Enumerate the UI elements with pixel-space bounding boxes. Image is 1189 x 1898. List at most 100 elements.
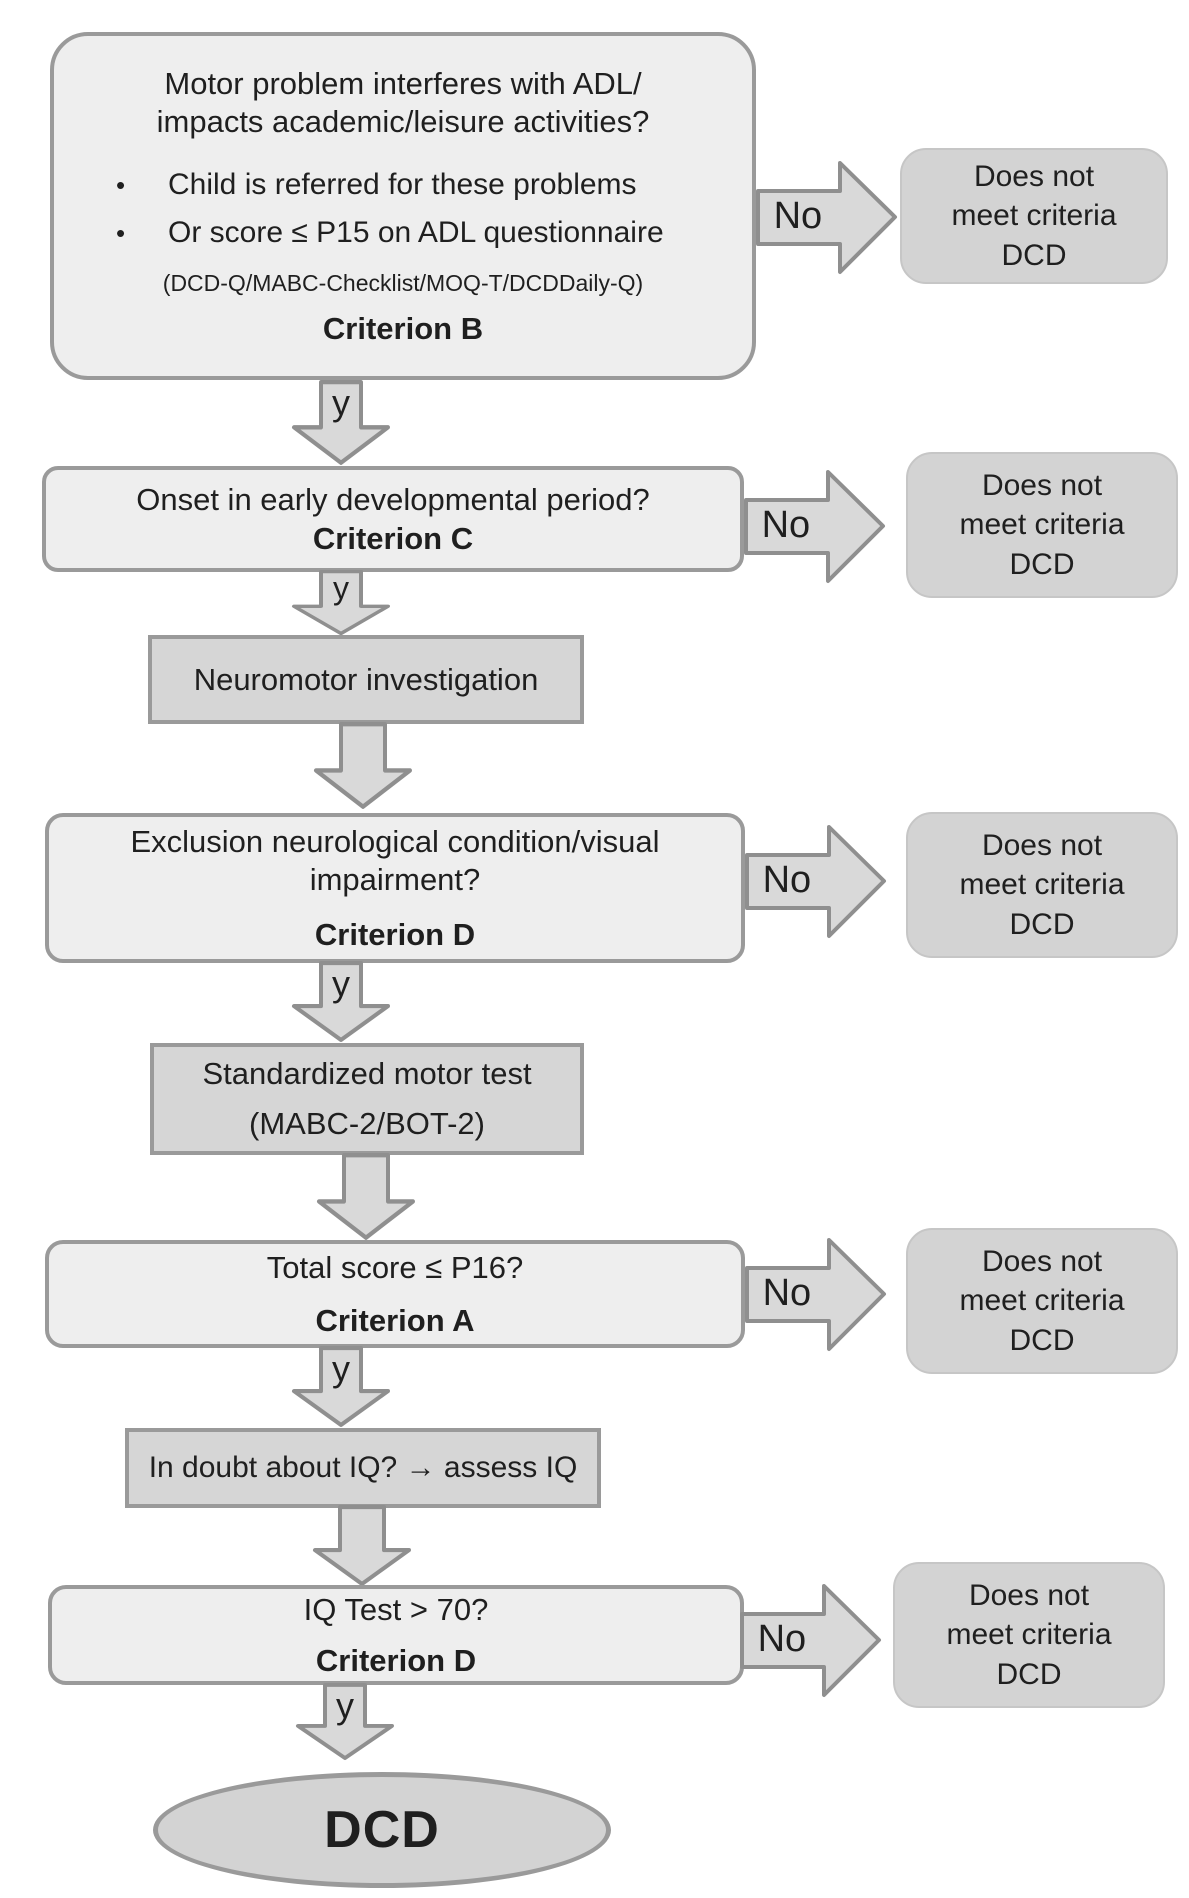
process-text: Standardized motor test [202, 1056, 532, 1092]
end-label: DCD [324, 1801, 440, 1859]
title-line: Motor problem interferes with ADL/ [164, 65, 642, 101]
question-text: Onset in early developmental period? [136, 482, 650, 518]
no-label: No [761, 503, 811, 546]
reject-box-3: Does not meet criteria DCD [906, 812, 1178, 958]
no-arrow-criterion-d-iq: No [740, 1583, 882, 1698]
reject-line: DCD [1009, 907, 1075, 941]
plain-arrow-1 [313, 722, 413, 810]
node-neuromotor-investigation: Neuromotor investigation [148, 635, 584, 724]
node-criterion-d-exclusion: Exclusion neurological condition/visual … [45, 813, 745, 963]
plain-arrow-3 [312, 1505, 412, 1587]
yes-label: y [336, 1685, 354, 1726]
node-criterion-c: Onset in early developmental period? Cri… [42, 466, 744, 572]
bullet-icon: • [116, 170, 126, 201]
yes-arrow-4: y [291, 1346, 391, 1428]
reject-line: Does not [968, 1578, 1090, 1612]
reject-line: meet criteria [959, 1284, 1125, 1318]
plain-arrow-2 [316, 1153, 416, 1241]
arrow-polygon [292, 961, 390, 1042]
node-criterion-b: Motor problem interferes with ADL/ impac… [50, 32, 756, 380]
reject-box-2: Does not meet criteria DCD [906, 452, 1178, 598]
arrow-polygon [756, 161, 897, 274]
criterion-label: Criterion D [315, 1642, 477, 1678]
arrow-polygon [744, 470, 885, 583]
arrow-polygon [314, 722, 412, 809]
arrow-polygon [292, 1346, 390, 1427]
node-standardized-motor-test: Standardized motor test (MABC-2/BOT-2) [150, 1043, 584, 1155]
title-line: impacts academic/leisure activities? [156, 103, 650, 139]
reject-line: Does not [981, 1244, 1103, 1278]
reject-line: Does not [981, 828, 1103, 862]
question-text: IQ Test > 70? [303, 1592, 489, 1628]
down-arrow-shape [292, 570, 390, 636]
question-text: impairment? [309, 862, 481, 897]
arrow-polygon [745, 1238, 886, 1351]
node-criterion-d-iq: IQ Test > 70? Criterion D [48, 1585, 744, 1685]
no-label: No [757, 1617, 807, 1660]
right-arrow-shape [745, 1238, 886, 1351]
right-arrow-shape [756, 161, 897, 274]
down-arrow-shape [314, 722, 412, 809]
down-arrow-shape [292, 380, 390, 465]
criterion-label: Criterion A [315, 1302, 475, 1338]
yes-arrow-1: y [291, 380, 391, 466]
reject-line: DCD [996, 1657, 1062, 1691]
no-label: No [773, 194, 823, 237]
down-arrow-shape [292, 1346, 390, 1427]
arrow-polygon [292, 570, 390, 636]
process-text: Neuromotor investigation [193, 661, 539, 697]
criterion-label: Criterion B [322, 311, 484, 347]
criterion-label: Criterion D [314, 916, 476, 952]
arrow-polygon [313, 1505, 411, 1586]
question-text: Total score ≤ P16? [266, 1250, 524, 1286]
arrow-polygon [317, 1153, 415, 1240]
no-arrow-criterion-a: No [745, 1237, 887, 1352]
node-title: Motor problem interferes with ADL/ impac… [157, 65, 650, 141]
arrow-polygon [296, 1683, 394, 1761]
no-label: No [762, 858, 812, 901]
reject-line: DCD [1001, 238, 1067, 272]
reject-line: DCD [1009, 1323, 1075, 1357]
reject-line: meet criteria [959, 868, 1125, 902]
yes-arrow-3: y [291, 961, 391, 1043]
reject-line: meet criteria [959, 508, 1125, 542]
yes-label: y [332, 963, 350, 1004]
question-text: Exclusion neurological condition/visual [130, 824, 660, 860]
reject-line: meet criteria [951, 199, 1117, 233]
yes-arrow-5: y [295, 1683, 395, 1761]
arrow-polygon [745, 825, 886, 938]
bullet-icon: • [116, 218, 126, 249]
yes-arrow-2: y [291, 570, 391, 636]
bullet-item: • Child is referred for these problems [116, 168, 752, 202]
no-arrow-criterion-b: No [756, 160, 898, 275]
bullet-item: • Or score ≤ P15 on ADL questionnaire [116, 216, 752, 250]
process-text: (MABC-2/BOT-2) [249, 1106, 485, 1141]
no-arrow-criterion-d-exclusion: No [745, 824, 887, 939]
arrow-polygon [292, 380, 390, 465]
down-arrow-shape [292, 961, 390, 1042]
reject-box-4: Does not meet criteria DCD [906, 1228, 1178, 1374]
right-arrow-shape [740, 1584, 881, 1697]
criterion-label: Criterion C [312, 520, 474, 556]
bullet-list: • Child is referred for these problems •… [54, 154, 752, 250]
reject-line: DCD [1009, 547, 1075, 581]
no-arrow-criterion-c: No [744, 469, 886, 584]
bullet-text: Child is referred for these problems [168, 168, 637, 202]
bullet-text: Or score ≤ P15 on ADL questionnaire [168, 216, 664, 250]
down-arrow-shape [313, 1505, 411, 1586]
reject-line: Does not [973, 159, 1095, 193]
node-dcd-end: DCD [153, 1772, 611, 1888]
arrow-polygon [740, 1584, 881, 1697]
right-arrow-shape [744, 470, 885, 583]
reject-line: Does not [981, 468, 1103, 502]
node-criterion-a: Total score ≤ P16? Criterion A [45, 1240, 745, 1348]
yes-label: y [333, 570, 349, 606]
reject-line: meet criteria [946, 1618, 1112, 1652]
reject-box-5: Does not meet criteria DCD [893, 1562, 1165, 1708]
process-text: In doubt about IQ? → assess IQ [148, 1451, 578, 1484]
down-arrow-shape [296, 1683, 394, 1761]
yes-label: y [332, 1348, 350, 1389]
no-label: No [762, 1271, 812, 1314]
node-iq-doubt: In doubt about IQ? → assess IQ [125, 1428, 601, 1508]
